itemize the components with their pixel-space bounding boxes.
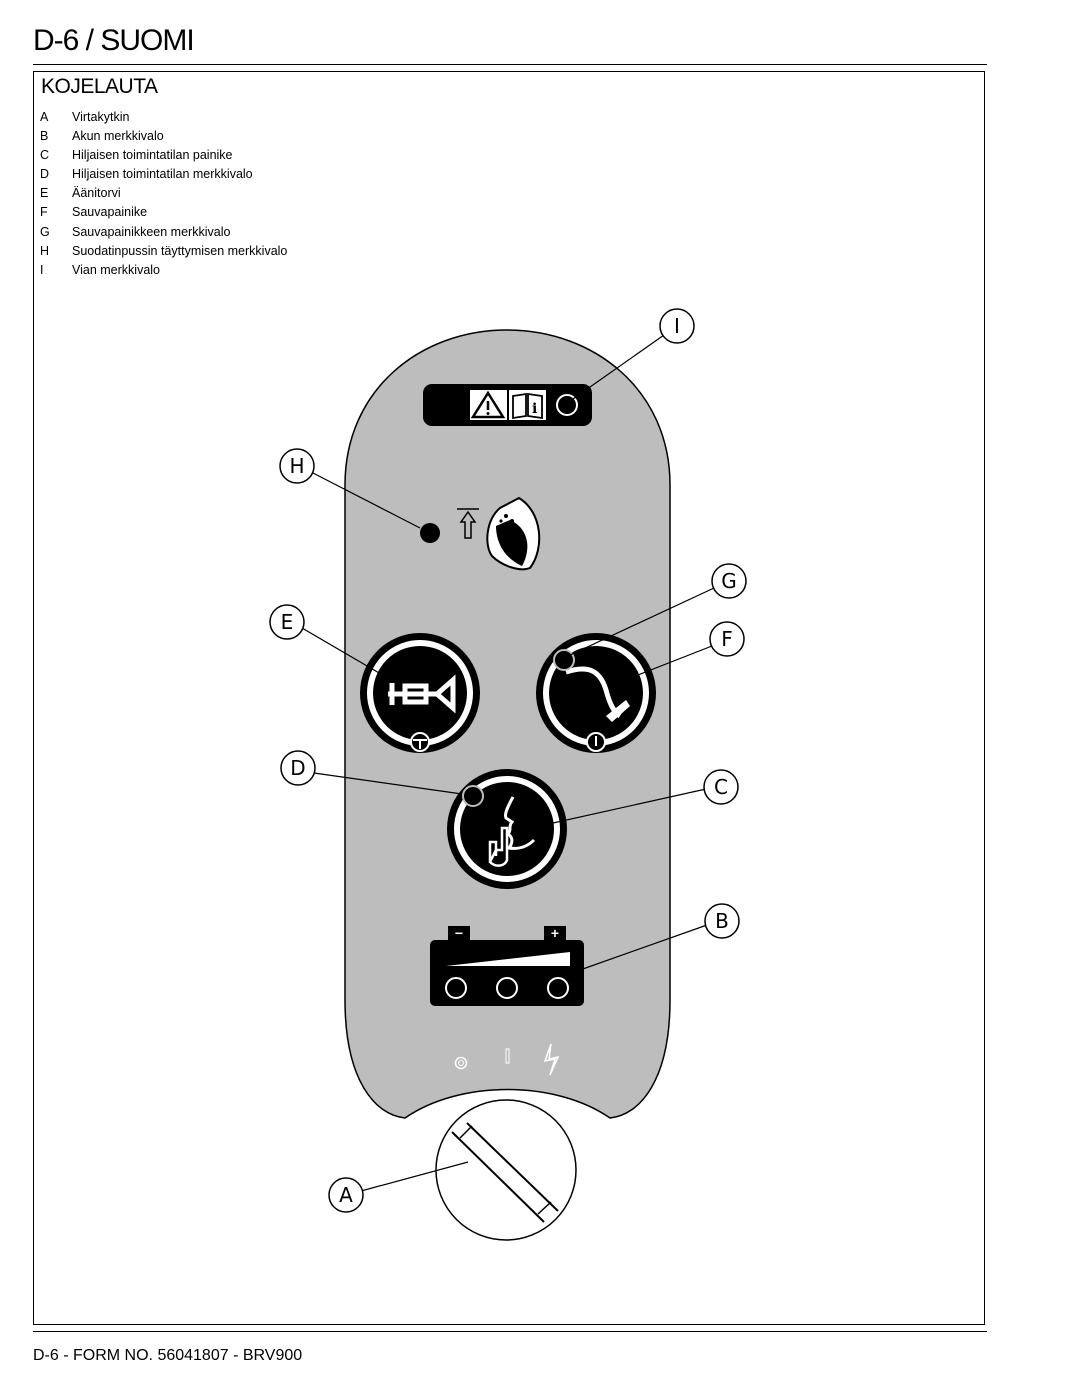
legend-label: Hiljaisen toimintatilan painike — [72, 148, 233, 163]
battery-plus-sign: + — [551, 925, 559, 941]
legend-item: B Akun merkkivalo — [40, 127, 287, 146]
key-switch-symbols — [454, 1043, 560, 1076]
callout-label: G — [721, 569, 737, 593]
horn-icon — [388, 674, 456, 714]
legend-label: Hiljaisen toimintatilan merkkivalo — [72, 167, 253, 182]
legend-key: A — [40, 110, 49, 124]
callout-c: C — [703, 769, 739, 805]
legend-item: G Sauvapainikkeen merkkivalo — [40, 223, 287, 242]
callout-i: I — [659, 308, 695, 344]
legend-list: A Virtakytkin B Akun merkkivalo C Hiljaisen… — [40, 108, 287, 280]
svg-text:i: i — [532, 401, 537, 417]
horn-button[interactable] — [360, 633, 480, 753]
legend-label: Suodatinpussin täyttymisen merkkivalo — [72, 243, 288, 258]
filter-bag-icon — [486, 496, 541, 571]
callout-d: D — [280, 750, 316, 786]
legend-key: H — [40, 243, 50, 258]
legend-key: C — [40, 148, 50, 163]
battery-level-ramp — [446, 952, 570, 966]
legend-key: I — [40, 262, 44, 277]
legend-key: E — [40, 186, 49, 201]
on-position-icon — [505, 1048, 510, 1064]
legend-key: D — [40, 167, 50, 182]
title-rule — [33, 64, 987, 65]
callout-label: D — [290, 756, 305, 780]
lightning-icon — [543, 1043, 560, 1076]
legend-item: A Virtakytkin — [40, 108, 287, 127]
content-frame — [33, 71, 985, 1325]
fault-indicator-light — [556, 394, 578, 416]
battery-light-high — [547, 977, 569, 999]
battery-minus-sign: − — [455, 925, 463, 941]
battery-indicator: − + — [430, 925, 584, 1006]
filter-full-arrow-icon — [457, 508, 479, 539]
legend-item: C Hiljaisen toimintatilan painike — [40, 146, 287, 165]
legend-label: Sauvapainikkeen merkkivalo — [72, 224, 231, 239]
page-title: D-6 / SUOMI — [33, 24, 195, 57]
footer-rule — [33, 1331, 987, 1332]
callout-label: F — [721, 627, 733, 651]
legend-item: H Suodatinpussin täyttymisen merkkivalo — [40, 242, 287, 261]
quiet-mode-indicator-light — [462, 785, 484, 807]
legend-key: G — [40, 224, 50, 239]
wand-indicator-light — [553, 649, 575, 671]
section-title: KOJELAUTA — [41, 75, 158, 98]
footer-text: D-6 - FORM NO. 56041807 - BRV900 — [33, 1347, 303, 1364]
warning-triangle-icon — [470, 390, 506, 419]
callout-leader-lines — [301, 334, 715, 1192]
callout-label: E — [281, 610, 294, 634]
callout-label: B — [715, 909, 729, 933]
legend-label: Sauvapainike — [72, 205, 148, 220]
legend-item: I Vian merkkivalo — [40, 261, 287, 280]
callout-label: I — [674, 314, 680, 338]
legend-item: E Äänitorvi — [40, 184, 287, 203]
manual-book-icon — [512, 392, 543, 420]
wand-button[interactable] — [536, 633, 656, 753]
legend-label: Äänitorvi — [72, 186, 121, 201]
callout-label: A — [339, 1183, 353, 1207]
quiet-mode-button[interactable] — [447, 769, 567, 889]
legend-item: F Sauvapainike — [40, 203, 287, 222]
battery-light-low — [445, 977, 467, 999]
callout-e: E — [269, 604, 305, 640]
legend-label: Vian merkkivalo — [72, 262, 161, 277]
callout-g: G — [711, 563, 747, 599]
callout-f: F — [709, 621, 745, 657]
legend-label: Virtakytkin — [72, 110, 130, 124]
callout-b: B — [704, 903, 740, 939]
callout-label: H — [289, 454, 304, 478]
legend-label: Akun merkkivalo — [72, 129, 164, 144]
legend-key: B — [40, 129, 49, 144]
callout-h: H — [279, 448, 315, 484]
legend-key: F — [40, 205, 48, 220]
key-switch[interactable] — [435, 1099, 577, 1241]
off-position-icon — [454, 1056, 468, 1070]
fault-indicator-bar: i — [423, 384, 592, 426]
battery-light-mid — [496, 977, 518, 999]
filter-bag-indicator-light — [420, 523, 440, 543]
callout-label: C — [714, 775, 728, 799]
callout-a: A — [328, 1177, 364, 1213]
legend-item: D Hiljaisen toimintatilan merkkivalo — [40, 165, 287, 184]
